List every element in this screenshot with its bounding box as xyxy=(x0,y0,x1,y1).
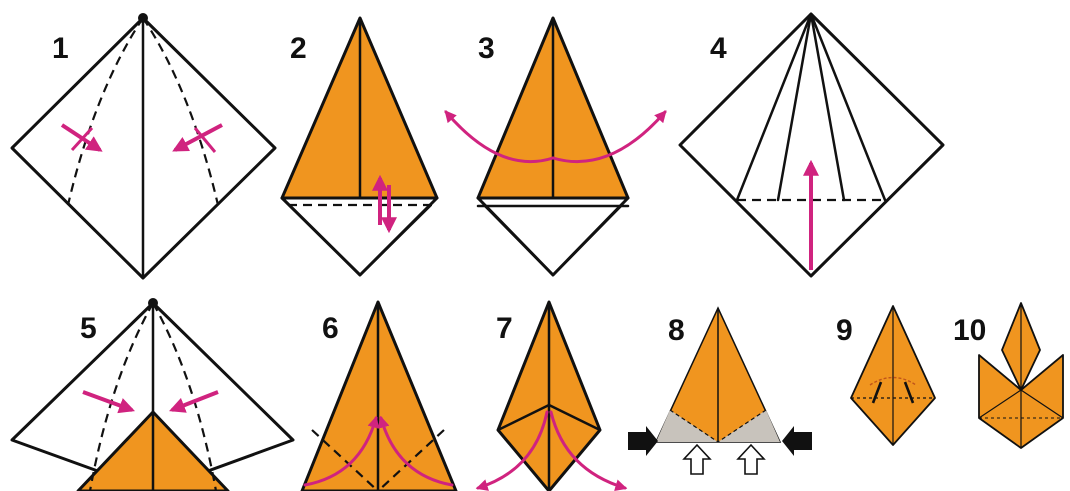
step-number: 7 xyxy=(496,312,513,345)
step-7: 7 xyxy=(475,300,628,491)
crease xyxy=(551,204,623,277)
crease xyxy=(288,204,362,277)
unfold-right-arrow-icon xyxy=(549,410,628,491)
step-number: 4 xyxy=(710,32,727,65)
fold-in-arrow-icon xyxy=(172,123,223,153)
unfold-left-arrow-icon xyxy=(475,410,549,491)
step-number: 6 xyxy=(322,312,339,345)
step-number: 10 xyxy=(953,314,986,347)
fold-line-left xyxy=(88,302,154,491)
push-left-arrow-icon xyxy=(782,426,812,456)
square-diamond xyxy=(10,301,295,491)
fold-mark xyxy=(903,381,915,404)
step-2: 2 xyxy=(280,16,439,277)
push-right-arrow-icon xyxy=(628,426,658,456)
step-number: 5 xyxy=(80,312,97,345)
fold-up-arrow-icon xyxy=(377,415,454,487)
crease xyxy=(547,403,602,432)
crease xyxy=(483,204,555,277)
step-8: 8 xyxy=(628,306,812,475)
fold-line xyxy=(717,409,767,443)
step-number: 3 xyxy=(478,32,495,65)
crease xyxy=(1020,389,1064,419)
crease xyxy=(978,389,1022,419)
fold-mark xyxy=(871,381,883,404)
crease xyxy=(776,12,813,202)
fold-up-arrow-icon xyxy=(303,415,380,487)
lower-flap xyxy=(476,196,630,277)
open-up-arrow-icon xyxy=(736,443,766,475)
step-1: 1 xyxy=(10,13,277,280)
fold-line-left xyxy=(66,17,144,206)
step-10: 10 xyxy=(953,302,1064,449)
unfold-left-arrow-icon xyxy=(444,110,555,163)
fold-line-right xyxy=(142,17,220,206)
open-up-arrow-icon xyxy=(682,443,712,475)
crease xyxy=(496,403,551,432)
unfold-right-arrow-icon xyxy=(551,110,667,163)
fold-in-arrow-icon xyxy=(169,390,219,413)
step-4: 4 xyxy=(678,12,945,278)
step-9: 9 xyxy=(836,305,936,446)
fold-line xyxy=(669,409,719,443)
shaded-flap xyxy=(656,410,718,442)
step-6: 6 xyxy=(300,300,458,491)
fold-line-right xyxy=(152,302,218,491)
fold-in-arrow-icon xyxy=(60,123,103,152)
crease xyxy=(358,204,432,277)
step-number: 2 xyxy=(290,32,307,65)
top-point xyxy=(148,298,158,308)
fold-up-down-arrow-icon xyxy=(372,174,397,234)
step-number: 9 xyxy=(836,314,853,347)
step-number: 1 xyxy=(52,32,69,65)
top-point xyxy=(138,13,148,23)
square-diamond xyxy=(678,12,945,278)
crease xyxy=(809,12,846,202)
crease xyxy=(809,12,887,202)
step-5: 5 xyxy=(10,298,295,491)
fold-in-arrow-icon xyxy=(82,390,136,414)
step-3: 3 xyxy=(444,16,667,277)
crease xyxy=(735,12,813,202)
lower-flap xyxy=(280,196,439,277)
shaded-flap xyxy=(718,410,780,442)
step-number: 8 xyxy=(668,314,685,347)
